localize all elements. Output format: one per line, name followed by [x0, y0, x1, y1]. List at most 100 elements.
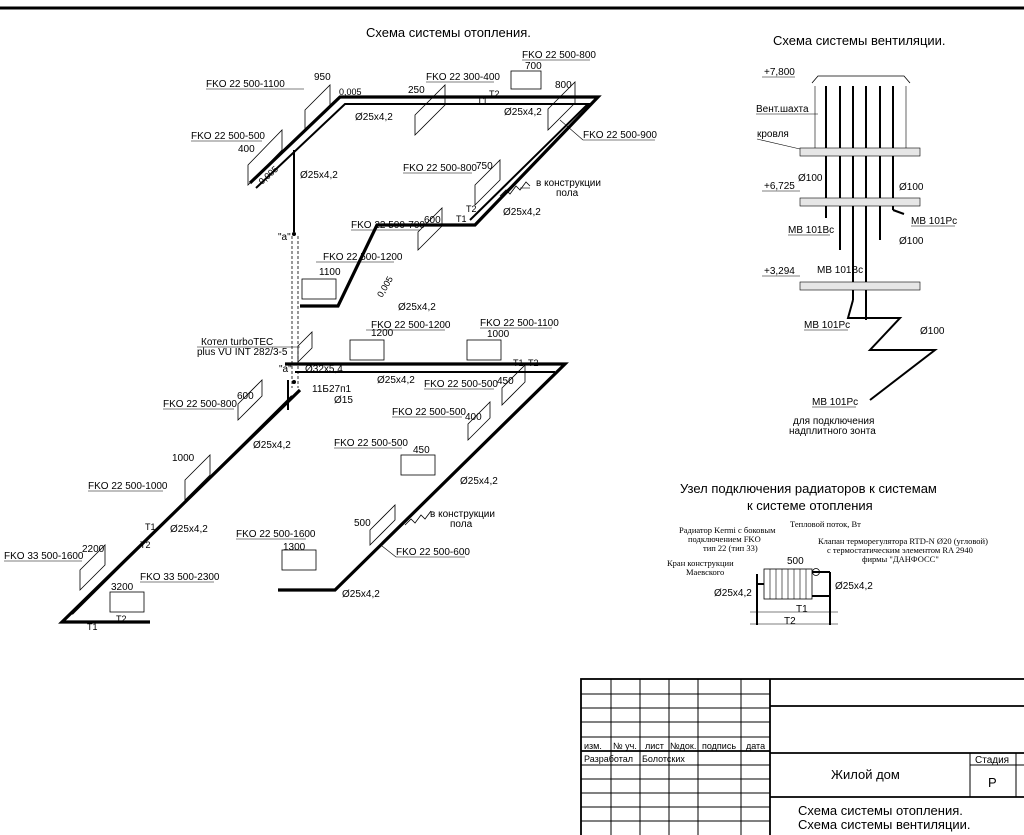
label-model-4: FKO 22 500-500: [191, 131, 265, 142]
label-lmodel-2: FKO 22 500-1100: [480, 318, 559, 329]
lower-labels: Котел turboTEC plus VU INT 282/3-5 FKO 2…: [4, 318, 559, 632]
vent-hood-1: для подключения: [793, 416, 874, 427]
label-pipe-u4: Ø25x4,2: [503, 207, 541, 218]
label-llen-6: 450: [413, 445, 430, 456]
label-infloor-l1: в конструкции: [430, 509, 495, 520]
riser-point-a: [292, 232, 296, 236]
vent-mb-pc-2: МВ 101Рс: [804, 320, 850, 331]
radiator-lower-5: [467, 401, 491, 441]
node-valve-desc-3: фирмы "ДАНФОСС": [862, 554, 939, 564]
vent-d100-4: Ø100: [920, 326, 945, 337]
tb-header-izm: изм.: [584, 741, 602, 751]
shaft-cap: [811, 75, 911, 84]
label-pipe-l4: Ø25x4,2: [170, 524, 208, 535]
label-llen-4: 600: [237, 391, 254, 402]
label-llen-1: 1200: [371, 328, 394, 339]
vent-d100-3: Ø100: [899, 236, 924, 247]
radiator-node: Узел подключения радиаторов к системам к…: [667, 481, 988, 627]
label-len-7: 600: [424, 215, 441, 226]
label-t1-l2: Т1: [145, 522, 156, 532]
lower-floor-wave: [404, 510, 432, 526]
label-pipe-u3: Ø25x4,2: [300, 170, 338, 181]
heating-scheme: Схема системы отопления. FKO 22: [4, 25, 657, 632]
label-lmodel-9: FKO 22 500-600: [396, 547, 470, 558]
label-llen-5: 400: [465, 412, 482, 423]
label-d15: Ø15: [334, 395, 353, 406]
node-t1: Т1: [796, 604, 808, 615]
label-model-8: FKO 22 500-1200: [323, 252, 403, 263]
vent-shaft-label: Вент.шахта: [756, 104, 809, 115]
tb-header-list: лист: [645, 741, 664, 751]
node-radiator-fins: [769, 569, 807, 599]
node-heat-flow: Тепловой поток, Вт: [790, 519, 861, 529]
radiator-lower-11: [109, 591, 145, 613]
label-len-6: 750: [476, 161, 493, 172]
label-pipe-l5: Ø25x4,2: [342, 589, 380, 600]
node-value: 500: [787, 556, 804, 567]
node-radiator-desc-3: тип 22 (тип 33): [703, 543, 758, 553]
radiator-lower-7: [184, 454, 211, 501]
upper-labels: FKO 22 500-1100 950 FKO 22 300-400 250 F…: [191, 50, 657, 313]
label-llen-7: 1000: [172, 453, 195, 464]
label-infloor-l2: пола: [450, 519, 473, 530]
label-pipe-l3: Ø25x4,2: [460, 476, 498, 487]
label-llen-9: 500: [354, 518, 371, 529]
node-pipe-right: Ø25x4,2: [835, 581, 873, 592]
label-pipe-u1: Ø25x4,2: [355, 112, 393, 123]
ventilation-title: Схема системы вентиляции.: [773, 33, 946, 48]
lower-return-diagonal: [71, 395, 293, 615]
label-len-4: 400: [238, 144, 255, 155]
tb-stage: Р: [988, 775, 997, 790]
radiator-upper-3: [510, 70, 542, 90]
label-pipe-u5: Ø25x4,2: [398, 302, 436, 313]
radiator-lower-6: [400, 454, 436, 476]
vent-d100-2: Ø100: [899, 182, 924, 193]
ventilation-scheme: Схема системы вентиляции. +7,800 Вент.ша…: [756, 33, 957, 437]
label-pipe-l1: Ø25x4,2: [377, 375, 415, 386]
vent-elev-top: +7,800: [764, 67, 795, 78]
radiator-lower-1: [349, 339, 385, 361]
vent-elev-low: +3,294: [764, 266, 795, 277]
tb-project: Жилой дом: [831, 767, 900, 782]
radiator-upper-1: [304, 84, 331, 131]
tb-sheet-title-1: Схема системы отопления.: [798, 803, 963, 818]
label-lmodel-4: FKO 22 500-800: [163, 399, 237, 410]
label-t1-u2: Т1: [456, 214, 467, 224]
lower-supply-pipe-right: [278, 362, 569, 592]
node-title-1: Узел подключения радиаторов к системам: [680, 481, 937, 496]
label-model-1: FKO 22 500-1100: [206, 79, 285, 90]
node-pipe-left: Ø25x4,2: [714, 588, 752, 599]
tb-sheet-title-2: Схема системы вентиляции.: [798, 817, 971, 832]
label-pipe-boiler: Ø32x5,4: [305, 364, 343, 375]
label-slope-3: 0,005: [375, 274, 395, 299]
lower-radiators: [79, 339, 526, 613]
label-lmodel-11: FKO 33 500-2300: [140, 572, 220, 583]
label-model-2: FKO 22 300-400: [426, 72, 500, 83]
label-t1-u1: Т1: [477, 96, 488, 106]
radiator-upper-8: [301, 278, 337, 300]
label-infloor-u1: в конструкции: [536, 178, 601, 189]
vent-roof-label: кровля: [757, 129, 789, 140]
node-tap-desc-2: Маевского: [686, 567, 724, 577]
tb-header-uch: № уч.: [613, 741, 637, 751]
node-valve-desc-2: с термостатическим элементом RA 2940: [827, 545, 973, 555]
label-len-5: 800: [555, 80, 572, 91]
node-valve-desc-1: Клапан терморегулятора RTD-N Ø20 (углово…: [818, 536, 988, 546]
node-title-2: к системе отопления: [747, 498, 873, 513]
label-model-5: FKO 22 500-900: [583, 130, 657, 141]
label-t1-l1: Т1: [513, 358, 524, 368]
radiator-lower-3: [501, 364, 526, 406]
label-pipe-l2: Ø25x4,2: [253, 440, 291, 451]
radiator-lower-2: [466, 339, 502, 361]
tb-developer: Болотских: [642, 754, 685, 764]
radiator-upper-7: [417, 207, 443, 251]
label-infloor-u2: пола: [556, 188, 579, 199]
label-lmodel-1: FKO 22 500-1200: [371, 320, 451, 331]
vent-hood-2: надплитного зонта: [789, 426, 876, 437]
upper-return-pipe: [255, 103, 591, 221]
label-lmodel-10: FKO 33 500-1600: [4, 551, 84, 562]
label-riser-a-2: "а": [279, 364, 292, 375]
label-model-6: FKO 22 500-800: [403, 163, 477, 174]
label-llen-11: 3200: [111, 582, 134, 593]
